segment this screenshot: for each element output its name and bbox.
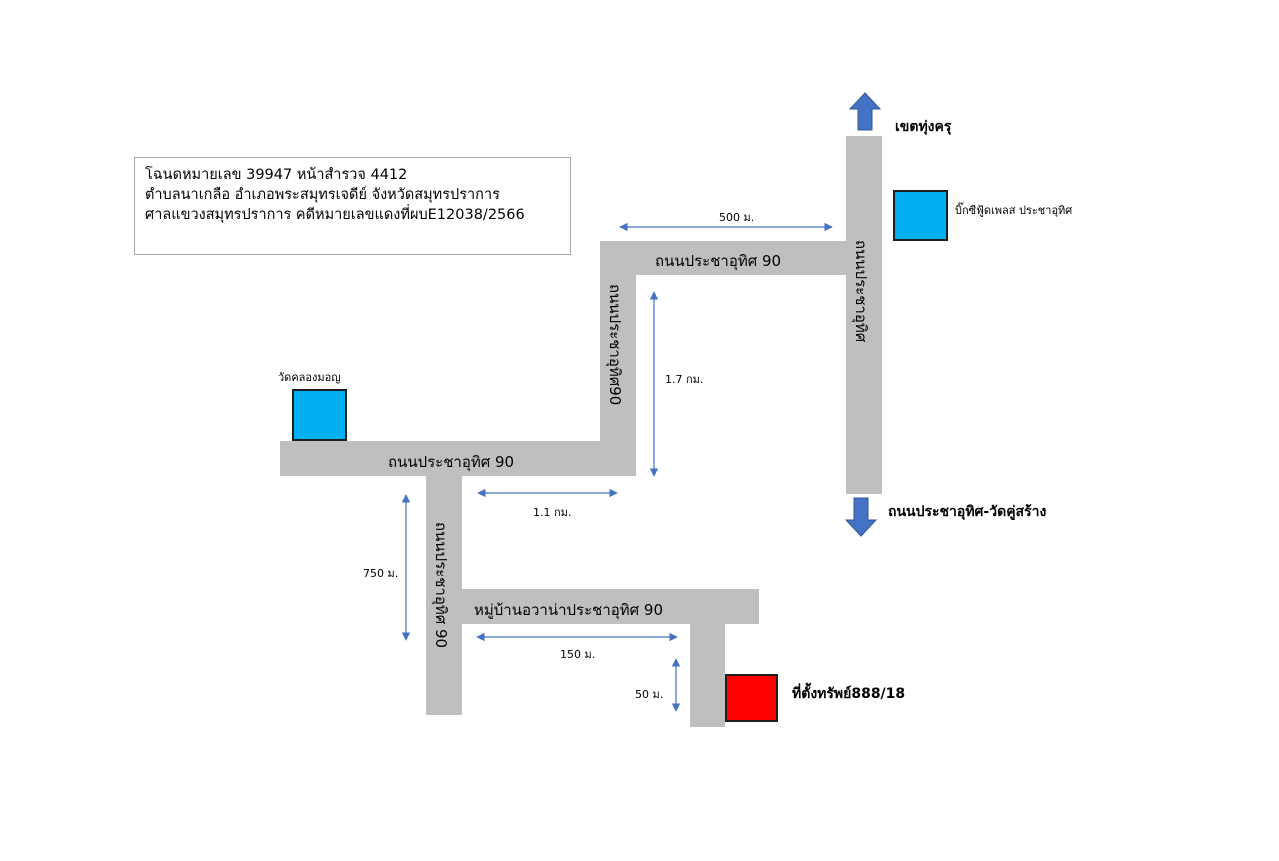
distance-1-1km-label: 1.1 กม. [533, 506, 572, 519]
road-lower-vertical [426, 476, 462, 715]
property-marker [725, 674, 778, 722]
distance-1-7km-label: 1.7 กม. [665, 373, 704, 386]
road-middle-horizontal [280, 441, 636, 476]
road-mid-vertical [600, 241, 636, 476]
deed-number-text: โฉนดหมายเลข 39947 หน้าสำรวจ 4412 [145, 167, 408, 183]
road-label-top: ถนนประชาอุทิศ 90 [655, 252, 782, 270]
road-label-middle: ถนนประชาอุทิศ 90 [388, 453, 515, 471]
distance-150m-label: 150 ม. [560, 648, 596, 661]
location-text: ตำบลนาเกลือ อำเภอพระสมุทรเจดีย์ จังหวัดส… [145, 187, 500, 203]
wat-marker [292, 389, 347, 441]
big-c-marker [893, 190, 948, 241]
wat-label: วัดคลองมอญ [278, 371, 341, 384]
big-c-label: บิ๊กซีฟู้ดเพลส ประชาอุทิศ [955, 204, 1073, 217]
road-soi-vertical [690, 589, 725, 727]
north-destination-label: เขตทุ่งครุ [895, 119, 952, 135]
distance-50m-label: 50 ม. [635, 688, 664, 701]
court-case-text: ศาลแขวงสมุทรปราการ คดีหมายเลขแดงที่ผบE12… [145, 207, 525, 223]
property-label: ที่ตั้งทรัพย์888/18 [792, 686, 906, 702]
distance-750m-label: 750 ม. [363, 567, 399, 580]
road-top-horizontal [600, 241, 846, 275]
north-arrow-icon [848, 92, 882, 131]
title-deed-info-box: โฉนดหมายเลข 39947 หน้าสำรวจ 4412 ตำบลนาเ… [134, 157, 571, 255]
south-destination-label: ถนนประชาอุทิศ-วัดคู่สร้าง [888, 504, 1047, 520]
road-main-vertical [846, 136, 882, 494]
road-label-village: หมู่บ้านอวาน่าประชาอุทิศ 90 [474, 601, 664, 619]
distance-500m-label: 500 ม. [719, 211, 755, 224]
south-arrow-icon [844, 497, 878, 537]
